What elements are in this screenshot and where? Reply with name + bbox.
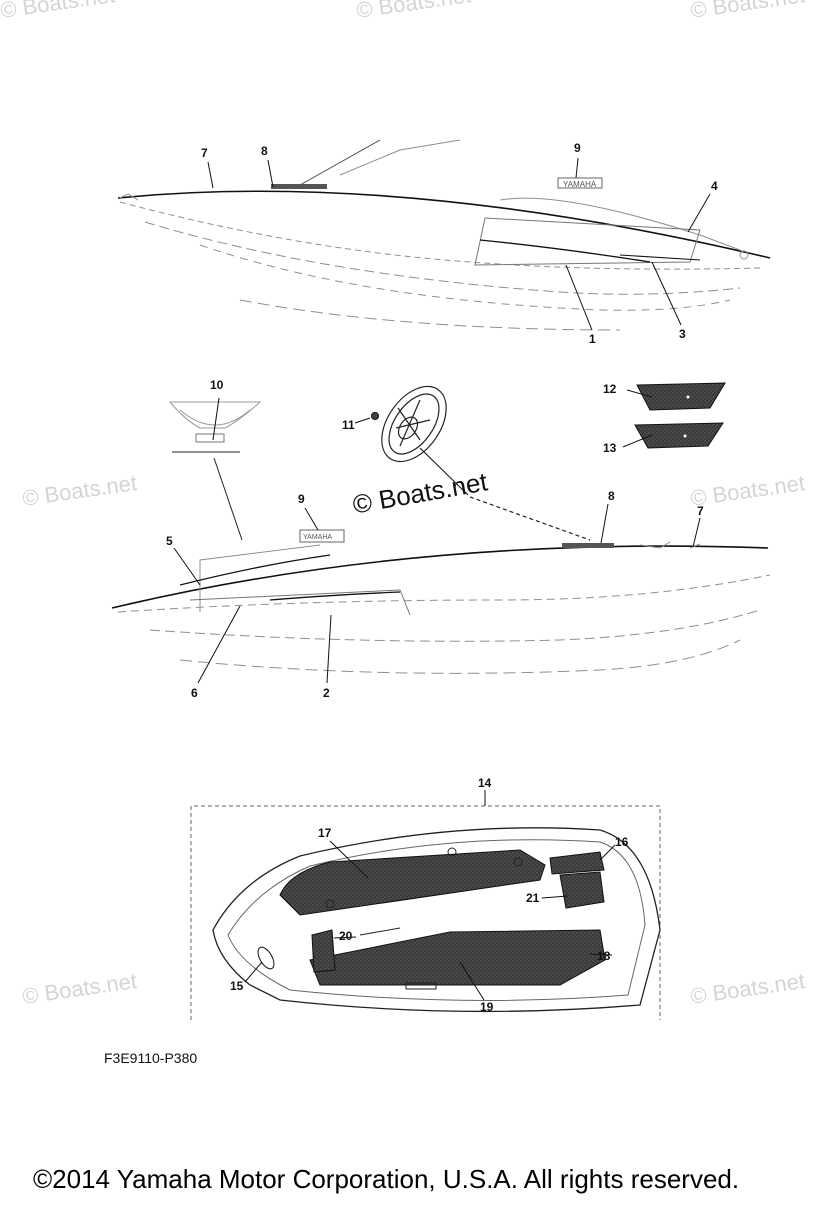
callout-4: 4: [711, 179, 718, 193]
callout-18: 18: [597, 949, 611, 963]
callout-14: 14: [478, 776, 492, 790]
callout-13: 13: [603, 441, 617, 455]
callout-17: 17: [318, 826, 332, 840]
callout-8-mid: 8: [608, 489, 615, 503]
svg-text:YAMAHA: YAMAHA: [563, 180, 597, 189]
callout-9-top: 9: [574, 141, 581, 155]
callout-7-top: 7: [201, 146, 208, 160]
callout-21: 21: [526, 891, 540, 905]
svg-text:YAMAHA: YAMAHA: [303, 534, 332, 541]
callout-19: 19: [480, 1000, 494, 1014]
callout-15: 15: [230, 979, 244, 993]
callout-8-top: 8: [261, 144, 268, 158]
engine-hatch: [212, 827, 661, 1013]
callout-12: 12: [603, 382, 617, 396]
callout-3: 3: [679, 327, 686, 341]
callout-10: 10: [210, 378, 224, 392]
leader-lines: [173, 157, 711, 1001]
callout-7-mid: 7: [697, 504, 704, 518]
callout-5: 5: [166, 534, 173, 548]
callouts: 7 8 9 4 1 3 10 11 12 13 5 9 8 7 6 2 14 1…: [166, 141, 718, 1014]
top-hull-view: YAMAHA: [117, 139, 771, 331]
part-11-steering-wheel: [370, 385, 591, 541]
copyright-notice: ©2014 Yamaha Motor Corporation, U.S.A. A…: [33, 1164, 740, 1194]
callout-6: 6: [191, 686, 198, 700]
parts-12-13-mats: [634, 382, 726, 449]
callout-1: 1: [589, 332, 596, 346]
part-14-group-box: [190, 805, 661, 1020]
callout-2: 2: [323, 686, 330, 700]
callout-20: 20: [339, 929, 353, 943]
callout-16: 16: [615, 835, 629, 849]
diagram-code: F3E9110-P380: [104, 1050, 198, 1066]
callout-9-mid: 9: [298, 492, 305, 506]
middle-hull-view: YAMAHA: [111, 529, 771, 674]
callout-11: 11: [342, 418, 355, 432]
